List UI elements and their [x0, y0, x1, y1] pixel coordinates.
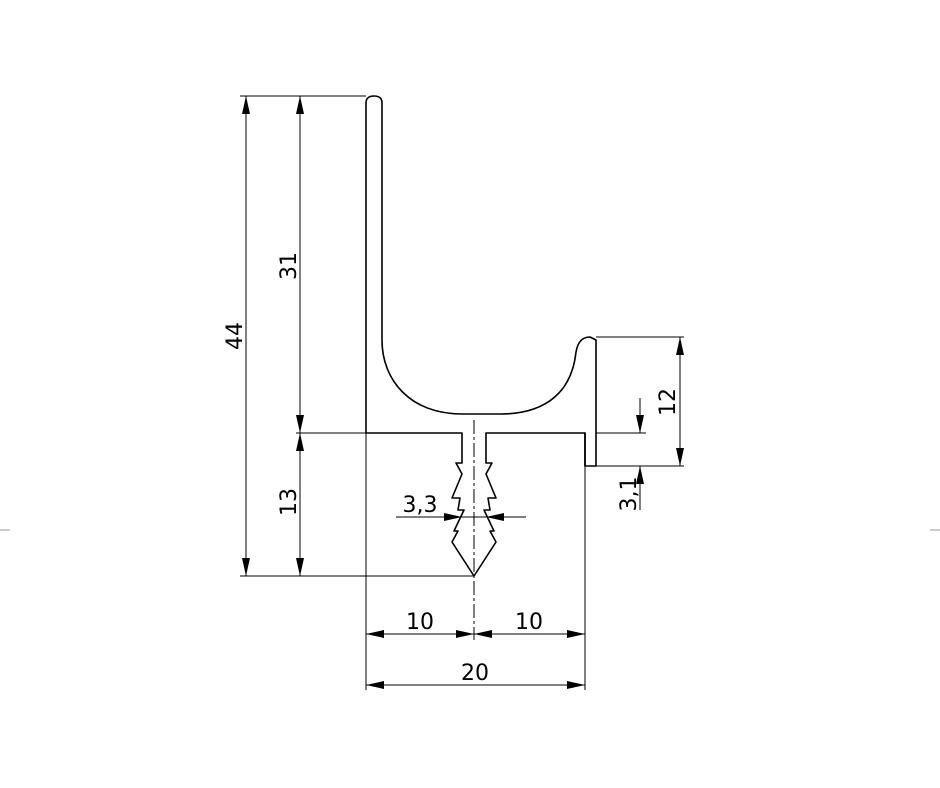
arrow-44-top: [242, 96, 250, 114]
dim-label-12: 12: [656, 388, 681, 416]
arrow-44-bottom: [242, 558, 250, 576]
dim-label-10-left: 10: [406, 610, 434, 635]
arrow-20-left: [366, 681, 384, 689]
arrow-13-top: [296, 433, 304, 451]
dim-label-13: 13: [277, 488, 302, 516]
arrow-10-right-start: [474, 630, 492, 638]
dim-label-10-right: 10: [515, 610, 543, 635]
arrow-12-bottom: [676, 448, 684, 466]
arrow-20-right: [567, 681, 585, 689]
arrow-31-bottom: [296, 415, 304, 433]
arrow-12-top: [676, 337, 684, 355]
dim-label-20: 20: [461, 661, 489, 686]
dim-label-44: 44: [223, 322, 248, 350]
arrow-3-1-top: [636, 415, 644, 433]
arrow-3-3-left: [444, 513, 462, 521]
arrow-13-bottom: [296, 558, 304, 576]
arrow-10-left-end: [456, 630, 474, 638]
arrow-31-top: [296, 96, 304, 114]
arrow-3-1-bottom: [636, 466, 644, 484]
profile-outline: [365, 95, 597, 577]
dim-label-3-3: 3,3: [403, 493, 438, 518]
dim-label-3-1: 3,1: [617, 477, 642, 512]
arrow-10-right-end: [567, 630, 585, 638]
arrow-10-left-start: [366, 630, 384, 638]
arrow-3-3-right: [486, 513, 504, 521]
dim-label-31: 31: [277, 252, 302, 280]
